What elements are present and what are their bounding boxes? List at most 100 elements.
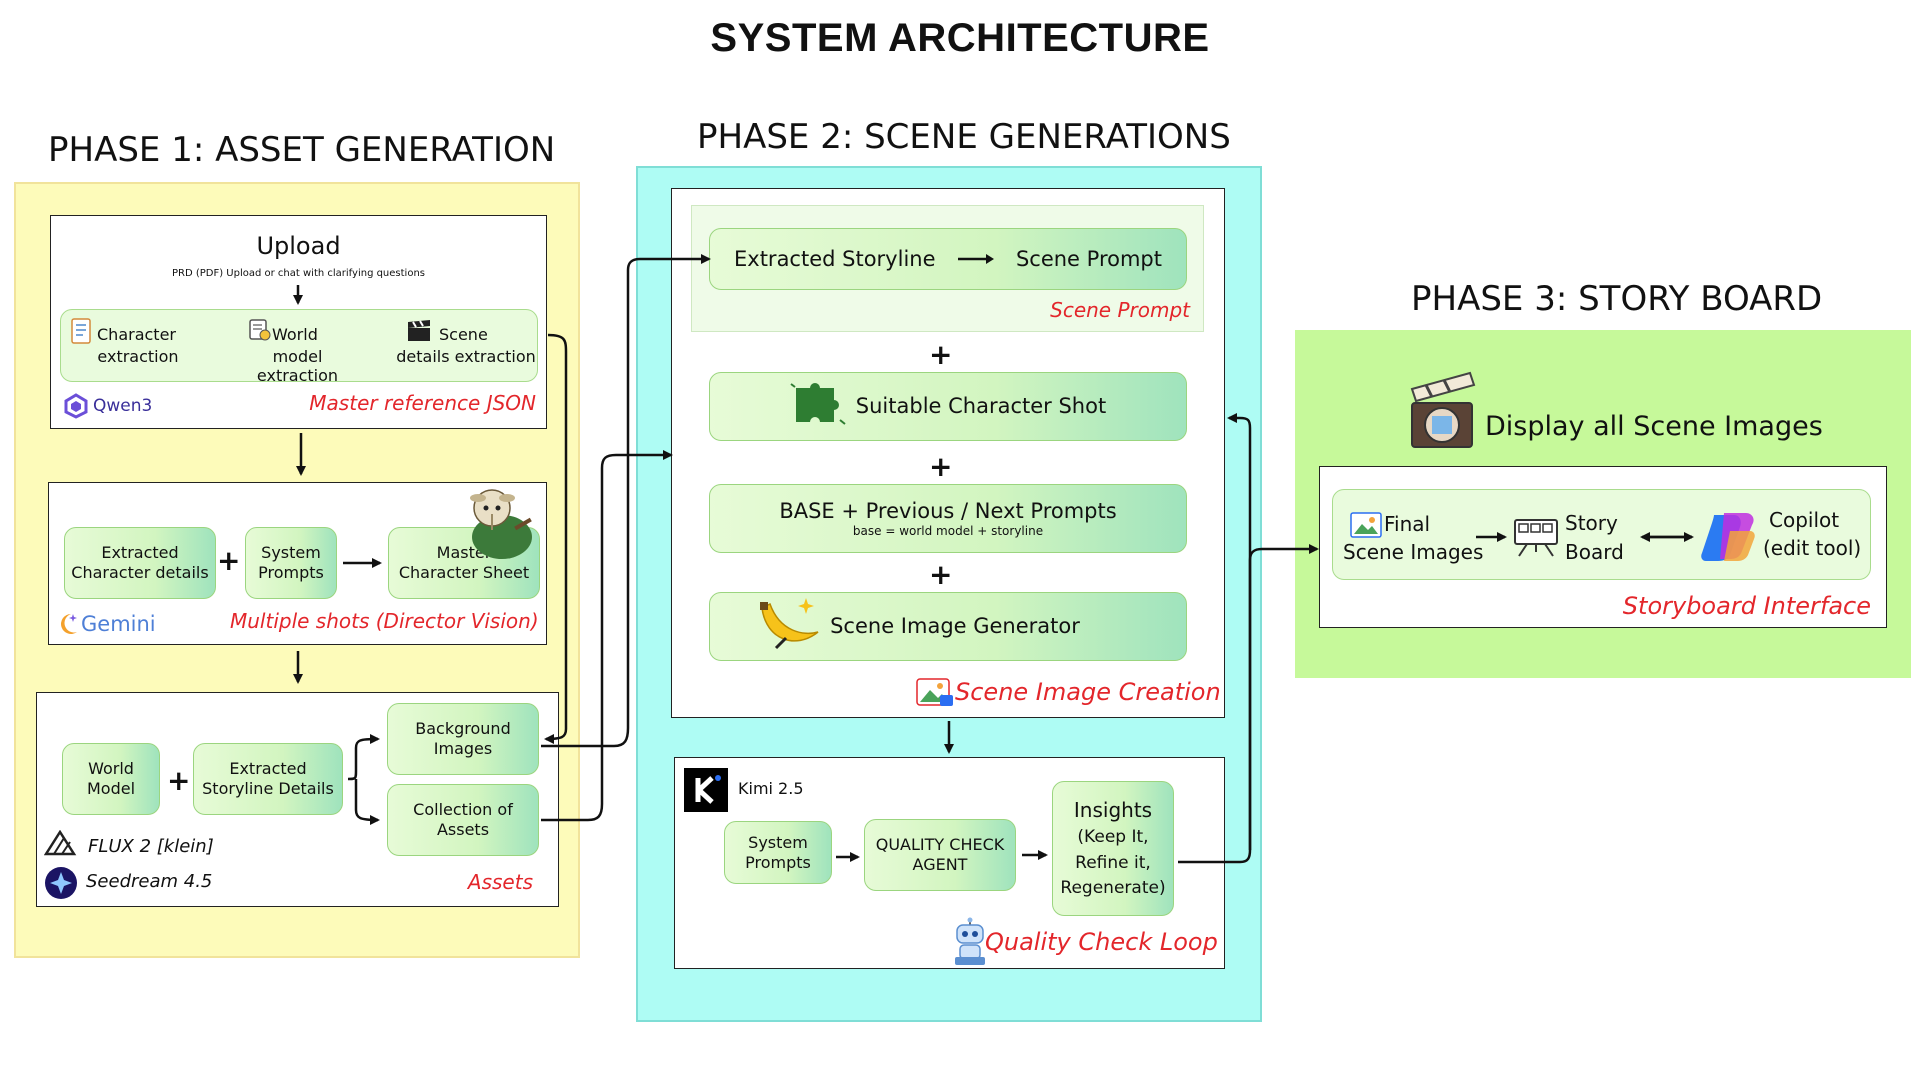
phase3-title: PHASE 3: STORY BOARD xyxy=(1411,279,1823,319)
copilot-label: Copilot xyxy=(1769,508,1840,532)
scene-image-generator-box: Scene Image Generator xyxy=(709,592,1187,661)
insights-box: Insights (Keep It, Refine it, Regenerate… xyxy=(1052,781,1174,916)
gemini-logo-icon xyxy=(57,612,79,640)
kimi-model-label: Kimi 2.5 xyxy=(738,779,804,798)
upload-caption: Master reference JSON xyxy=(309,391,536,415)
scene-details-line1: Scene xyxy=(439,325,488,344)
character-caption: Multiple shots (Director Vision) xyxy=(230,609,539,633)
character-illustration-icon xyxy=(452,482,544,566)
upload-subtext: PRD (PDF) Upload or chat with clarifying… xyxy=(171,268,426,279)
base-prompts-note: base = world model + storyline xyxy=(852,524,1044,539)
extracted-storyline-line1: Extracted xyxy=(229,759,307,778)
background-images-box: Background Images xyxy=(387,703,539,775)
system-prompts-line1: System xyxy=(261,543,321,562)
world-model-line2: Model xyxy=(86,779,136,798)
insights-line2: (Keep It, xyxy=(1077,827,1149,848)
clapperboard-icon xyxy=(407,320,431,346)
collection-of-assets-line2: Assets xyxy=(436,820,490,839)
arrow-json-to-background xyxy=(544,333,568,744)
robot-icon xyxy=(953,917,987,971)
arrow-storyline-to-collection xyxy=(354,779,380,825)
base-prompts-label: BASE + Previous / Next Prompts xyxy=(779,498,1117,523)
character-shot-label: Suitable Character Shot xyxy=(855,394,1107,419)
plus-sign: + xyxy=(929,450,953,483)
qc-agent-line2: AGENT xyxy=(912,855,968,874)
phase2-title: PHASE 2: SCENE GENERATIONS xyxy=(697,117,1231,157)
scene-details-line2: details extraction xyxy=(396,347,536,366)
qc-system-line1: System xyxy=(748,832,808,852)
qc-system-line2: Prompts xyxy=(745,852,811,872)
extracted-character-line1: Extracted xyxy=(101,543,179,562)
quality-check-agent-box: QUALITY CHECK AGENT xyxy=(864,819,1016,891)
final-label: Final xyxy=(1384,512,1431,536)
world-document-icon xyxy=(248,318,272,346)
arrow-insights-loop-back xyxy=(1178,413,1252,864)
scene-prompt-caption: Scene Prompt xyxy=(1050,298,1190,322)
collection-of-assets-line1: Collection of xyxy=(413,800,513,819)
clapperboard-camera-icon xyxy=(1406,369,1478,455)
extracted-character-line2: Character details xyxy=(71,563,209,582)
world-model-box: World Model xyxy=(62,743,160,815)
kimi-logo-icon xyxy=(684,768,728,816)
plus-sign: + xyxy=(929,338,953,371)
extracted-character-details-box: Extracted Character details xyxy=(64,527,216,599)
image-icon xyxy=(1350,512,1382,542)
quality-check-caption: Quality Check Loop xyxy=(985,928,1218,956)
seedream-logo-icon xyxy=(44,866,78,904)
storyline-to-scene-prompt-box: Extracted Storyline Scene Prompt xyxy=(709,228,1187,290)
system-prompts-line2: Prompts xyxy=(258,563,324,582)
puzzle-icon xyxy=(790,378,846,434)
flux-logo-icon xyxy=(43,829,80,860)
extracted-storyline-line2: Storyline Details xyxy=(202,779,334,798)
storyboard-caption: Storyboard Interface xyxy=(1622,592,1871,620)
suitable-character-shot-box: Suitable Character Shot xyxy=(709,372,1187,441)
right-arrow-icon xyxy=(957,254,994,264)
edit-tool-label: (edit tool) xyxy=(1763,536,1862,560)
display-scene-images-label: Display all Scene Images xyxy=(1485,411,1823,442)
storyboard-flow-box xyxy=(1332,489,1871,580)
upload-heading: Upload xyxy=(256,232,341,260)
gemini-model-label: Gemini xyxy=(81,612,156,636)
insights-line1: Insights xyxy=(1073,798,1153,823)
story-label: Story xyxy=(1565,511,1618,535)
document-icon xyxy=(71,318,91,348)
base-prompts-box: BASE + Previous / Next Prompts base = wo… xyxy=(709,484,1187,553)
system-prompts-box: System Prompts xyxy=(245,527,337,599)
master-character-line2: Character Sheet xyxy=(398,563,530,582)
arrow-storyline-to-background xyxy=(347,734,380,781)
banana-icon xyxy=(756,592,822,660)
insights-line3: Refine it, xyxy=(1075,852,1151,873)
page-title: SYSTEM ARCHITECTURE xyxy=(710,16,1210,60)
arrow-background-to-storyline xyxy=(541,254,711,748)
world-model-extraction-line1: World xyxy=(272,325,318,344)
plus-sign: + xyxy=(217,544,241,577)
flux-model-label: FLUX 2 [klein] xyxy=(88,836,214,857)
background-images-line2: Images xyxy=(433,739,493,758)
collection-of-assets-box: Collection of Assets xyxy=(387,784,539,856)
extraction-box xyxy=(60,309,538,382)
seedream-model-label: Seedream 4.5 xyxy=(86,871,213,892)
world-model-extraction-line2: model extraction xyxy=(256,347,339,385)
ai-image-icon xyxy=(916,678,954,712)
world-model-line1: World xyxy=(88,759,134,778)
arrow-collection-to-scene-panel xyxy=(541,450,673,822)
character-extraction-line2: extraction xyxy=(97,347,179,366)
copilot-logo-icon xyxy=(1700,511,1756,567)
extracted-storyline-details-box: Extracted Storyline Details xyxy=(193,743,343,815)
qwen-model-label: Qwen3 xyxy=(93,396,153,416)
arrow-to-storyboard xyxy=(1248,544,1319,850)
phase1-title: PHASE 1: ASSET GENERATION xyxy=(48,130,556,170)
extracted-storyline-label: Extracted Storyline xyxy=(734,246,936,271)
character-extraction-line1: Character xyxy=(97,325,176,344)
qwen-logo-icon xyxy=(63,393,89,423)
plus-sign: + xyxy=(929,558,953,591)
board-label: Board xyxy=(1565,540,1624,564)
storyboard-icon xyxy=(1513,518,1559,562)
background-images-line1: Background xyxy=(415,719,511,738)
scene-prompt-label: Scene Prompt xyxy=(1015,246,1162,271)
qc-system-prompts-box: System Prompts xyxy=(724,821,832,884)
scene-images-label: Scene Images xyxy=(1343,540,1484,564)
plus-sign: + xyxy=(167,764,191,797)
qc-agent-line1: QUALITY CHECK xyxy=(875,835,1005,854)
